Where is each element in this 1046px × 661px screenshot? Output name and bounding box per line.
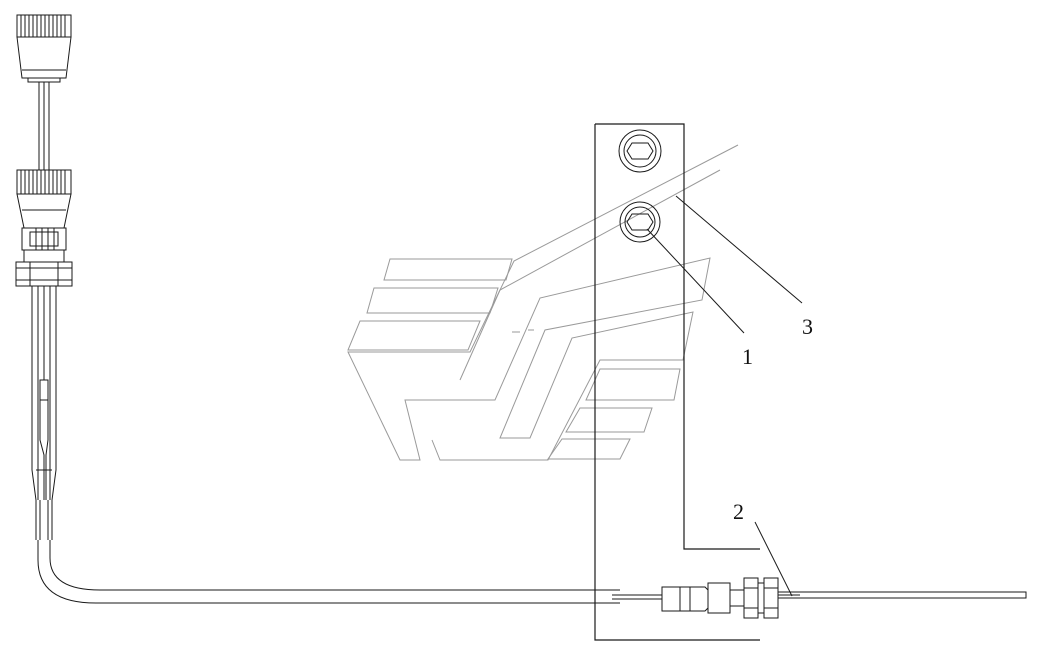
bent-tube	[37, 540, 665, 604]
lower-bolt	[619, 201, 661, 243]
leader-2	[754, 521, 793, 597]
part-label-3: 3	[802, 314, 813, 339]
leader-3	[675, 195, 803, 304]
part-label-1: 1	[742, 344, 753, 369]
part-label-2: 2	[733, 499, 744, 524]
left-connector-assembly	[15, 14, 73, 540]
mounting-bracket	[594, 123, 760, 641]
fitting-nut-1	[743, 577, 759, 619]
output-probe	[777, 591, 1027, 599]
tube-fitting	[661, 577, 1027, 619]
top-bolt	[618, 129, 662, 173]
hex-nut-left	[15, 261, 73, 287]
watermark-logo	[347, 144, 739, 461]
leader-lines	[646, 195, 803, 597]
fitting-nut-2	[763, 577, 779, 619]
leader-1	[646, 228, 745, 334]
